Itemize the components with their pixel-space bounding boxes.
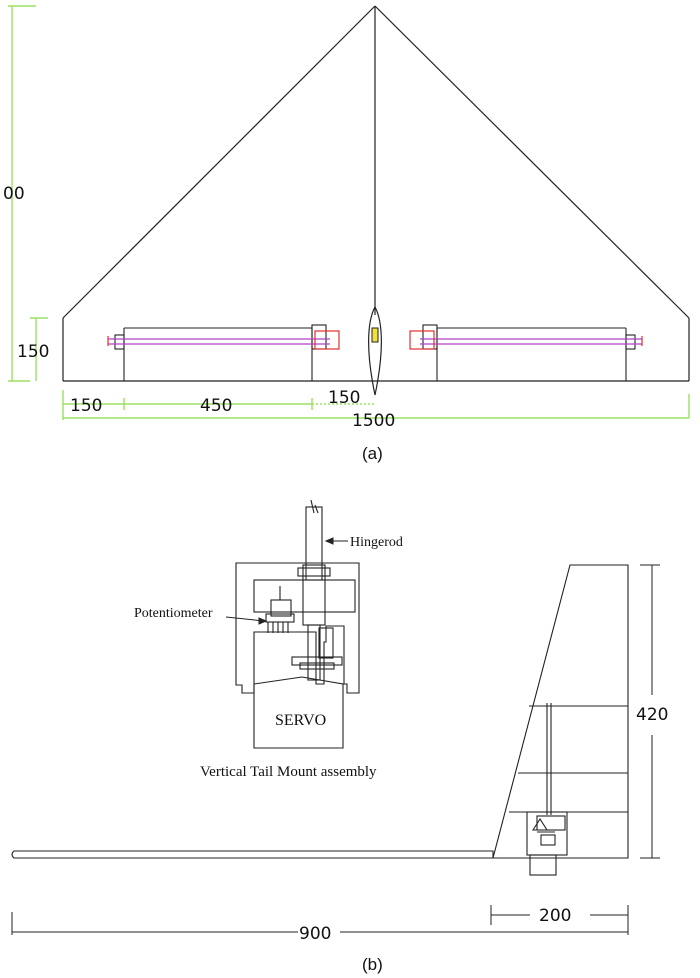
servo-body <box>253 676 344 749</box>
tail-boom <box>11 850 494 859</box>
dim-label-tail-chord: 200 <box>539 906 571 926</box>
dim-label-tip-offset: 150 <box>70 396 102 416</box>
dim-label-boom-length: 900 <box>299 924 331 944</box>
left-elevon <box>114 324 327 381</box>
dim-label-root-chord: 150 <box>17 342 49 362</box>
dim-label-center-gap: 150 <box>328 388 360 408</box>
potentiometer <box>270 599 292 617</box>
hingerod-leader <box>324 537 348 545</box>
right-elevon <box>422 324 636 381</box>
dimensions-a <box>8 5 690 420</box>
servo-label: SERVO <box>275 712 326 729</box>
potentiometer-leader <box>225 616 268 625</box>
dimension-labels-b: 420 200 900 <box>299 705 668 944</box>
right-elevon-rod <box>409 330 643 350</box>
fuselage-pod <box>368 305 382 396</box>
dimensions-b <box>11 564 660 935</box>
tail-mount-mini <box>526 811 568 856</box>
hingerod-label: Hingerod <box>350 535 403 550</box>
left-leading-edge <box>62 5 376 319</box>
dim-label-tail-height: 420 <box>636 705 668 725</box>
hingerod <box>305 506 323 581</box>
left-elevon-rod <box>107 330 340 350</box>
dimension-labels-a: 00 150 150 450 150 1500 <box>3 184 395 431</box>
side-view <box>11 564 629 876</box>
dim-label-height: 00 <box>3 184 25 204</box>
caption-a: (a) <box>362 444 383 463</box>
caption-b: (b) <box>362 955 383 974</box>
dim-label-elevon-span: 450 <box>200 396 232 416</box>
dim-label-total-span: 1500 <box>352 411 395 431</box>
left-servo-box <box>314 330 340 350</box>
wing-planform <box>62 5 690 382</box>
right-servo-box <box>409 330 435 350</box>
tail-servo-mini <box>529 854 557 876</box>
tail-mount-assembly <box>235 499 360 749</box>
right-leading-edge <box>374 5 690 319</box>
assembly-title: Vertical Tail Mount assembly <box>200 764 377 780</box>
potentiometer-label: Potentiometer <box>134 606 213 621</box>
vertical-tail <box>492 564 629 859</box>
